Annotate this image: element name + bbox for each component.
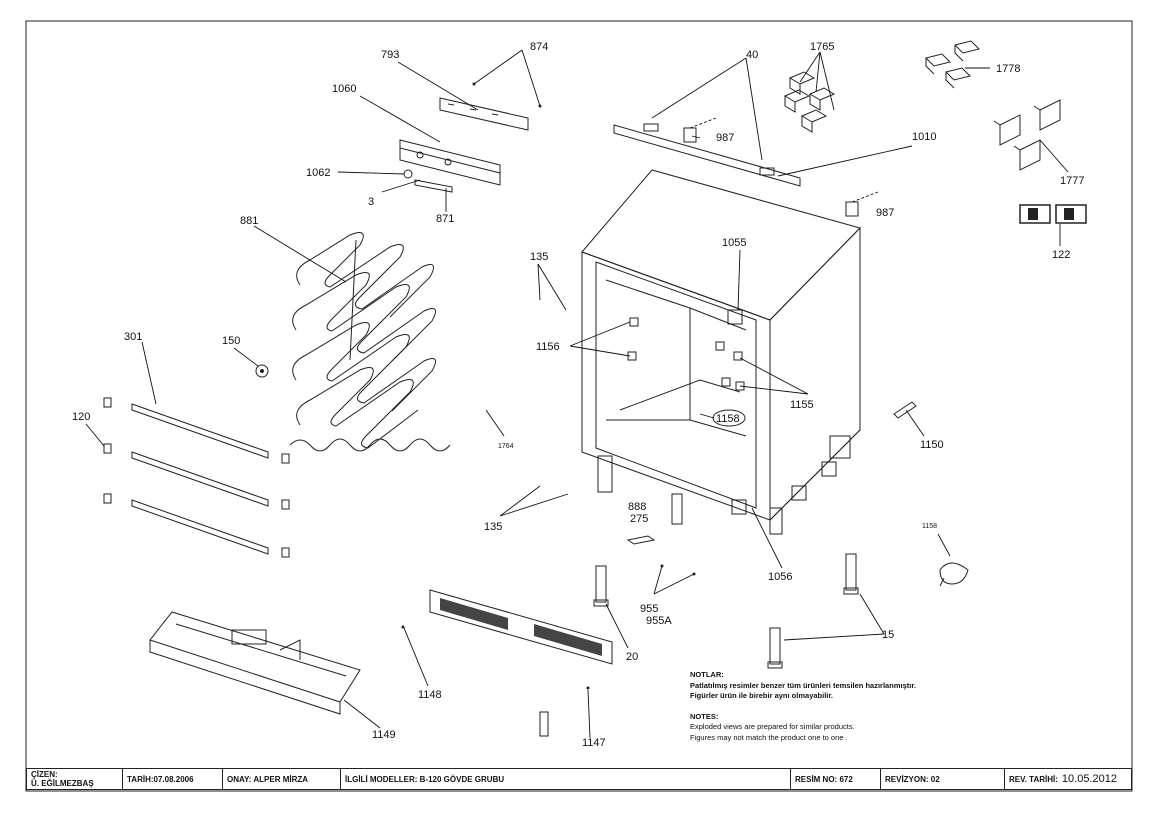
callout-1150: 1150 xyxy=(920,439,944,451)
callout-1158-cap: 1158 xyxy=(922,523,937,530)
part-122-labels xyxy=(1019,204,1087,224)
part-kick-plate xyxy=(429,589,613,665)
callout-871: 871 xyxy=(436,213,454,225)
callout-1764: 1764 xyxy=(498,443,514,450)
callout-987-right: 987 xyxy=(876,207,894,219)
tb-revision: REVİZYON: 02 xyxy=(881,769,1005,789)
notes-line1-en: Exploded views are prepared for similar … xyxy=(690,722,855,731)
drawing-frame xyxy=(25,20,1133,792)
part-1777-hinges xyxy=(993,99,1061,171)
callout-1055: 1055 xyxy=(722,237,746,249)
callout-3: 3 xyxy=(368,196,374,208)
part-987-clip-b xyxy=(845,201,859,217)
tb-approval-value: ONAY: ALPER MİRZA xyxy=(227,774,309,784)
callout-301: 301 xyxy=(124,331,142,343)
callout-1155: 1155 xyxy=(790,399,814,411)
notes-line2-tr: Figürler ürün ile birebir aynı olmayabil… xyxy=(690,691,833,700)
part-275-wire xyxy=(626,535,656,545)
part-15-legs xyxy=(767,553,859,669)
callout-1149: 1149 xyxy=(372,729,396,741)
callout-1060: 1060 xyxy=(332,83,356,95)
callout-987-top: 987 xyxy=(716,132,734,144)
tb-drawn-by-value: Ü. EĞİLMEZBAŞ xyxy=(31,779,94,788)
callout-15: 15 xyxy=(882,629,894,641)
tb-rev-date-label: REV. TARİHİ: xyxy=(1009,774,1058,784)
callout-1148: 1148 xyxy=(418,689,442,701)
notes-block: NOTLAR: Patlatılmış resimler benzer tüm … xyxy=(690,670,990,743)
part-150-grommet xyxy=(255,364,269,378)
tb-models: İLGİLİ MODELLER: B-120 GÖVDE GRUBU xyxy=(341,769,791,789)
callout-874: 874 xyxy=(530,41,548,53)
callout-135-top: 135 xyxy=(530,251,548,263)
callout-20: 20 xyxy=(626,651,638,663)
callout-40: 40 xyxy=(746,49,758,61)
title-block: ÇİZEN: Ü. EĞİLMEZBAŞ TARİH:07.08.2006 ON… xyxy=(26,768,1132,790)
part-1765-brackets xyxy=(783,71,836,133)
notes-heading-en: NOTES: xyxy=(690,711,719,721)
tb-date-value: TARİH:07.08.2006 xyxy=(127,774,194,784)
callout-1010: 1010 xyxy=(912,131,936,143)
callout-955A: 955A xyxy=(646,615,672,627)
callout-881: 881 xyxy=(240,215,258,227)
part-120-supports xyxy=(103,397,290,558)
part-871-strip xyxy=(414,179,453,193)
notes-line2-en: Figures may not match the product one to… xyxy=(690,732,848,742)
part-20-leg xyxy=(593,493,683,607)
callout-1062: 1062 xyxy=(306,167,330,179)
part-1158-cap xyxy=(939,562,969,587)
notes-heading-tr: NOTLAR: xyxy=(690,670,724,679)
tb-drawing-no: RESİM NO: 672 xyxy=(791,769,881,789)
cabinet-body xyxy=(581,169,861,535)
callout-1156: 1156 xyxy=(536,341,560,353)
part-1147-strip xyxy=(539,711,549,737)
tb-drawn-by: ÇİZEN: Ü. EĞİLMEZBAŞ xyxy=(27,769,123,789)
callout-122: 122 xyxy=(1052,249,1070,261)
part-1062-knob xyxy=(403,169,413,179)
part-1060-bracket xyxy=(399,139,501,186)
callout-1147: 1147 xyxy=(582,737,606,749)
tb-drawing-no-value: RESİM NO: 672 xyxy=(795,774,853,784)
callout-150: 150 xyxy=(222,335,240,347)
part-793-panel xyxy=(439,97,529,131)
part-1149-drawer xyxy=(149,611,361,715)
tb-revision-value: REVİZYON: 02 xyxy=(885,774,940,784)
part-1778-clips xyxy=(925,40,980,89)
callout-1765: 1765 xyxy=(810,41,834,53)
callout-1158-inside: 1158 xyxy=(716,413,740,425)
callout-955: 955 xyxy=(640,603,658,615)
part-40-rail xyxy=(613,123,801,187)
tb-approval: ONAY: ALPER MİRZA xyxy=(223,769,341,789)
callout-793: 793 xyxy=(381,49,399,61)
part-987-clip-a xyxy=(683,127,697,143)
callout-1777: 1777 xyxy=(1060,175,1084,187)
callout-120: 120 xyxy=(72,411,90,423)
tb-rev-date: REV. TARİHİ: 10.05.2012 xyxy=(1005,769,1131,789)
callout-888: 888 xyxy=(628,501,646,513)
callout-1778: 1778 xyxy=(996,63,1020,75)
tb-rev-date-value: 10.05.2012 xyxy=(1061,773,1117,785)
tb-drawn-by-label: ÇİZEN: xyxy=(31,770,58,779)
tb-date: TARİH:07.08.2006 xyxy=(123,769,223,789)
part-301-shelf-rods xyxy=(131,403,269,555)
callout-135-bottom: 135 xyxy=(484,521,502,533)
part-881-coil xyxy=(289,232,451,452)
callout-1056: 1056 xyxy=(768,571,792,583)
tb-models-value: İLGİLİ MODELLER: B-120 GÖVDE GRUBU xyxy=(345,774,505,784)
part-1150-clip xyxy=(893,401,917,419)
callout-275: 275 xyxy=(630,513,648,525)
notes-line1-tr: Patlatılmış resimler benzer tüm ürünleri… xyxy=(690,680,916,690)
